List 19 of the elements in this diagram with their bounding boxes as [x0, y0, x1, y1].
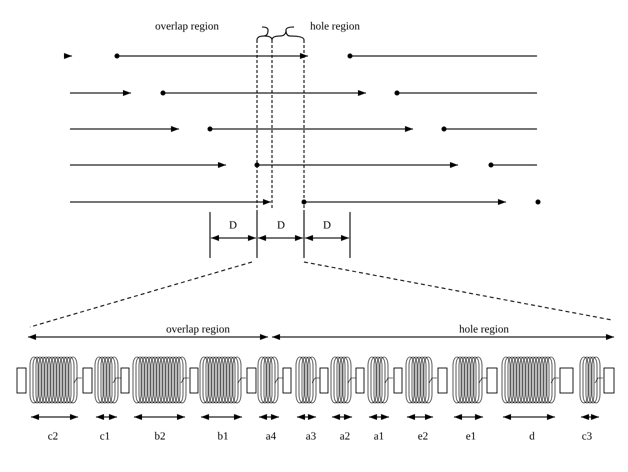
region-label: hole region [310, 22, 360, 32]
region-label: overlap region [155, 22, 219, 32]
region-label: overlap region [166, 324, 230, 336]
coil-label: a4 [266, 432, 276, 442]
dimension-label: D [277, 220, 285, 232]
region-label: hole region [459, 324, 509, 336]
coil-label: e1 [466, 432, 476, 442]
coil-label: d [529, 432, 535, 442]
coil-label: a2 [340, 432, 350, 442]
coil-label: e2 [418, 432, 428, 442]
coil-label: b1 [218, 432, 228, 442]
coil-label: c2 [48, 432, 58, 442]
coil-label: b2 [154, 432, 166, 442]
coil-label: c1 [100, 432, 110, 442]
coil-label: a3 [306, 432, 316, 442]
coil-label: a1 [374, 432, 384, 442]
coil-label: c3 [582, 432, 592, 442]
dimension-label: D [229, 220, 237, 232]
dimension-label: D [323, 220, 331, 232]
